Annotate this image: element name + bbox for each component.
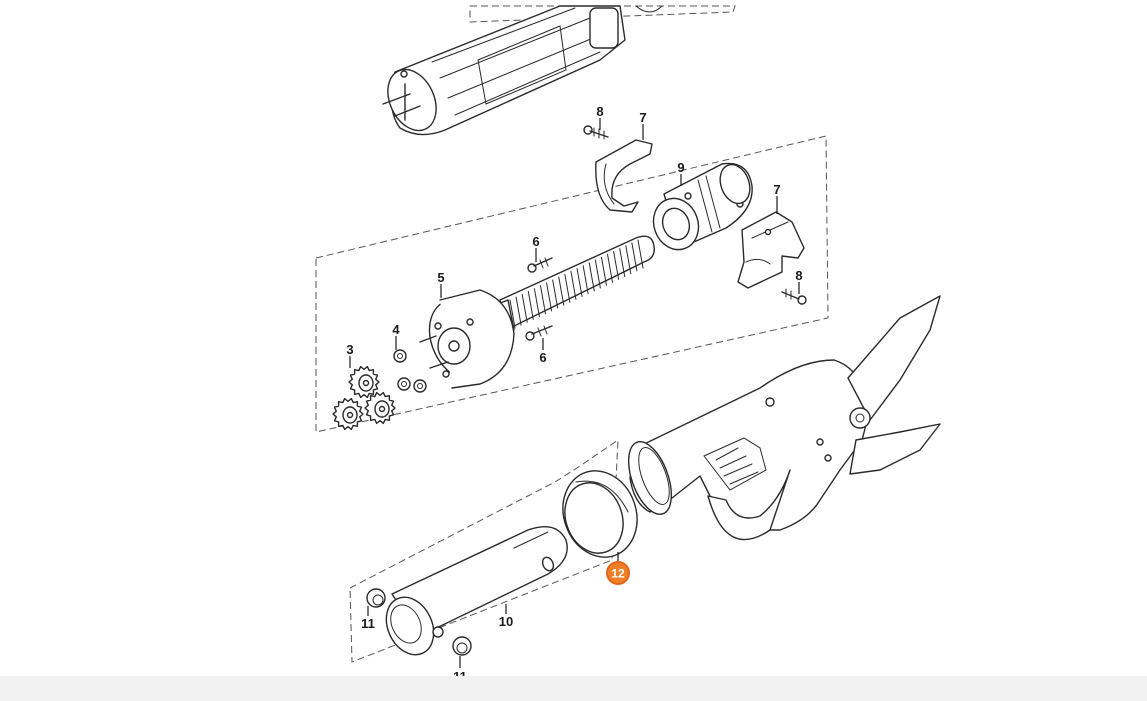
part-8b-screw <box>781 288 807 305</box>
part-6a-screw <box>527 257 553 273</box>
part-9-coupling <box>652 162 753 251</box>
thread-ridge <box>600 256 607 286</box>
label-part-9: 9 <box>677 160 684 175</box>
thread-ridge <box>594 259 601 289</box>
motor-unit <box>382 5 663 136</box>
gear <box>348 365 380 399</box>
thread-ridge <box>582 265 589 295</box>
motor-group-box <box>469 5 736 23</box>
thread-ridge <box>619 248 626 278</box>
label-part-10: 10 <box>499 614 513 629</box>
part-7a-clamp-half <box>595 139 653 213</box>
part-3-gears <box>332 365 396 431</box>
thread-ridge <box>613 250 620 280</box>
thread-ridge <box>588 262 595 292</box>
part-11a-plug <box>366 588 386 608</box>
spindle-group-box <box>315 135 829 433</box>
gear <box>364 391 396 425</box>
thread-ridge <box>637 239 644 269</box>
label-part-8b: 8 <box>795 268 802 283</box>
thread-ridge <box>564 273 571 303</box>
part-5-spindle <box>419 235 655 389</box>
thread-ridge <box>527 290 534 320</box>
thread-ridge <box>607 253 614 283</box>
part-12-ring <box>562 470 638 558</box>
thread-ridge <box>539 285 546 315</box>
leader-lines <box>349 118 800 668</box>
label-part-6a: 6 <box>532 234 539 249</box>
thread-ridge <box>631 242 638 272</box>
pruner-body <box>627 295 941 541</box>
part-12-highlight-marker[interactable]: 12 <box>606 561 630 585</box>
label-part-12[interactable]: 12 <box>611 567 625 581</box>
thread-ridge <box>509 299 516 329</box>
thread-ridge <box>515 296 522 326</box>
gear <box>332 397 364 431</box>
label-part-5: 5 <box>437 270 444 285</box>
thread-ridge <box>570 270 577 300</box>
label-part-4: 4 <box>392 322 400 337</box>
part-10-tube <box>385 526 568 656</box>
thread-ridge <box>558 276 565 306</box>
footer-band <box>0 676 1147 701</box>
part-4-washers <box>393 349 427 393</box>
label-part-3: 3 <box>346 342 353 357</box>
highlight-circle[interactable] <box>606 561 630 585</box>
thread-ridge <box>521 293 528 323</box>
label-part-6b: 6 <box>539 350 546 365</box>
thread-ridge <box>546 282 553 312</box>
part-6b-screw <box>525 325 553 341</box>
label-part-7a: 7 <box>639 110 646 125</box>
label-part-7b: 7 <box>773 182 780 197</box>
part-8a-screw <box>583 125 609 140</box>
thread-ridge <box>533 288 540 318</box>
label-part-8a: 8 <box>596 104 603 119</box>
thread-ridge <box>625 245 632 275</box>
label-part-11a: 11 <box>361 616 375 631</box>
part-7b-clamp-half <box>737 211 805 289</box>
part-11b-plug <box>452 636 472 656</box>
thread-ridge <box>576 268 583 298</box>
thread-ridge <box>552 279 559 309</box>
